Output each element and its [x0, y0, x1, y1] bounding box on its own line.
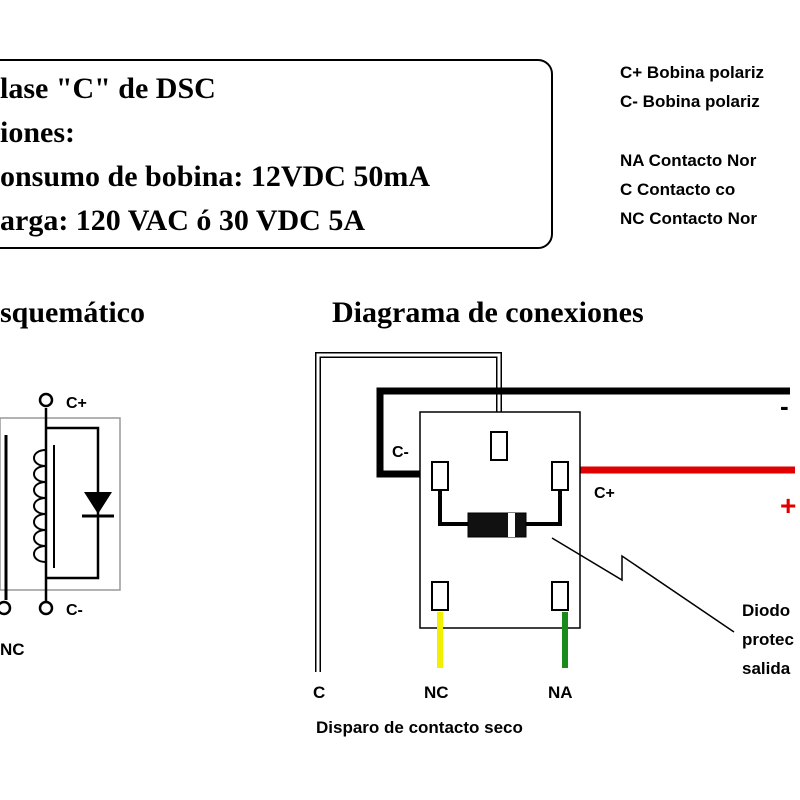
schematic-relay-frame: [0, 417, 121, 591]
schematic: squemático C+ C- NC: [0, 296, 145, 659]
specs-load: arga: 120 VAC ó 30 VDC 5A: [0, 204, 365, 237]
na-pin: [551, 581, 569, 611]
common-wire: [316, 353, 501, 672]
cplus-pin: [551, 461, 569, 491]
diode-icon: [467, 512, 527, 538]
schematic-cminus-label: C-: [66, 602, 83, 619]
schematic-cplus-terminal: [38, 392, 54, 408]
legend-cplus: C+ Bobina polariz: [620, 63, 764, 82]
specs-subtitle: iones:: [0, 116, 75, 149]
cplus-label: C+: [594, 485, 615, 502]
connections-title: Diagrama de conexiones: [332, 296, 644, 329]
specs-box: lase "C" de DSC iones: onsumo de bobina:…: [0, 59, 553, 249]
diode-wire-right: [524, 490, 562, 526]
legend-na: NA Contacto Nor: [620, 151, 757, 170]
specs-box-frame: [0, 59, 553, 249]
legend: C+ Bobina polariz C- Bobina polariz NA C…: [620, 63, 764, 228]
c-terminal-label: C: [313, 683, 325, 702]
diode-callout-line2: protec: [742, 630, 794, 649]
specs-coil-consumption: onsumo de bobina: 12VDC 50mA: [0, 160, 430, 193]
schematic-coil-loops: [33, 449, 47, 563]
schematic-diode-icon: [84, 492, 112, 514]
cminus-pin: [431, 461, 449, 491]
schematic-nc-terminal: [0, 600, 12, 616]
legend-nc: NC Contacto Nor: [620, 209, 757, 228]
schematic-title: squemático: [0, 296, 145, 329]
na-terminal-label: NA: [548, 683, 573, 702]
diode-band: [508, 513, 515, 537]
schematic-cminus-terminal: [38, 600, 54, 616]
negative-wire: [376, 387, 790, 478]
legend-cminus: C- Bobina polariz: [620, 92, 760, 111]
legend-c: C Contacto co: [620, 180, 735, 199]
plus-sign: +: [780, 490, 796, 521]
diode-callout-line: [551, 537, 735, 633]
nc-pin: [431, 581, 449, 611]
nc-terminal-label: NC: [424, 683, 449, 702]
schematic-nc-label: NC: [0, 640, 25, 659]
schematic-cplus-label: C+: [66, 395, 87, 412]
minus-sign: -: [780, 391, 789, 421]
dry-contact-caption: Disparo de contacto seco: [316, 718, 523, 737]
diode-callout-line3: salida: [742, 659, 791, 678]
specs-title: lase "C" de DSC: [0, 72, 216, 105]
diode-callout-line1: Diodo: [742, 601, 790, 620]
cminus-label: C-: [392, 444, 409, 461]
common-pin: [490, 431, 508, 461]
connection-diagram: Diagrama de conexiones - + C- C+: [313, 296, 796, 737]
diode-wire-left: [438, 490, 470, 526]
